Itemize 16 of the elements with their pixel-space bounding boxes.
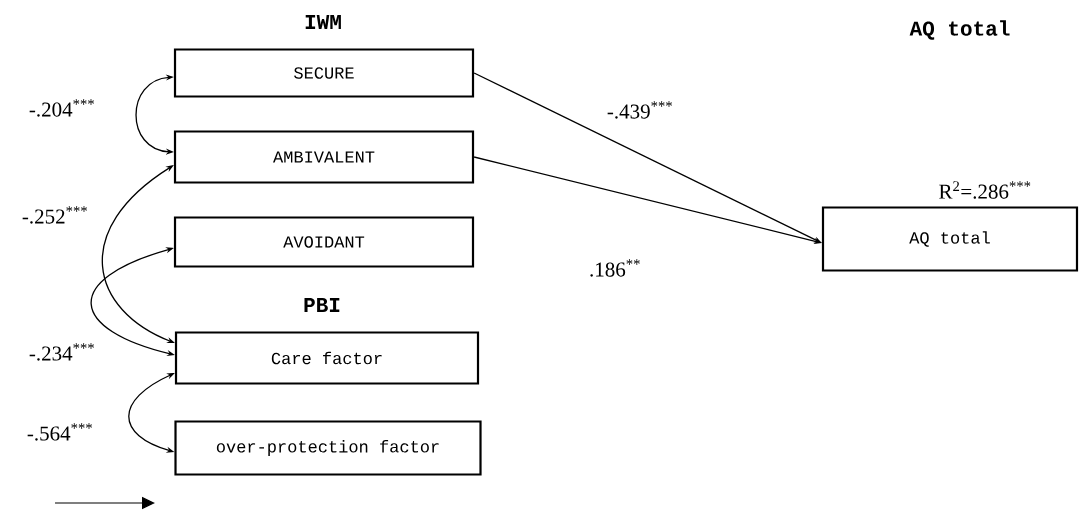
coefficient-label: -.204$^{***}$ (27, 98, 97, 118)
variable-box: AVOIDANT (173, 216, 475, 268)
coefficient-label: -.234$^{***}$ (27, 342, 97, 362)
variable-box: AMBIVALENT (173, 130, 475, 184)
variable-box: AQ total (821, 206, 1079, 272)
variable-box: over-protection factor (174, 420, 482, 476)
r-squared-label: R$^{2}$=.286$^{***}$ (939, 181, 1031, 199)
group-heading: IWM (305, 15, 341, 29)
variable-box: Care factor (174, 331, 480, 385)
coefficient-label: -.252$^{***}$ (20, 205, 90, 225)
coefficient-label: -.439$^{***}$ (605, 100, 675, 120)
coefficient-label: .186$^{**}$ (588, 258, 642, 278)
group-heading: PBI (304, 298, 340, 312)
group-heading: AQ total (909, 20, 1010, 40)
variable-box: SECURE (173, 48, 475, 98)
coefficient-label: -.564$^{***}$ (25, 422, 95, 442)
